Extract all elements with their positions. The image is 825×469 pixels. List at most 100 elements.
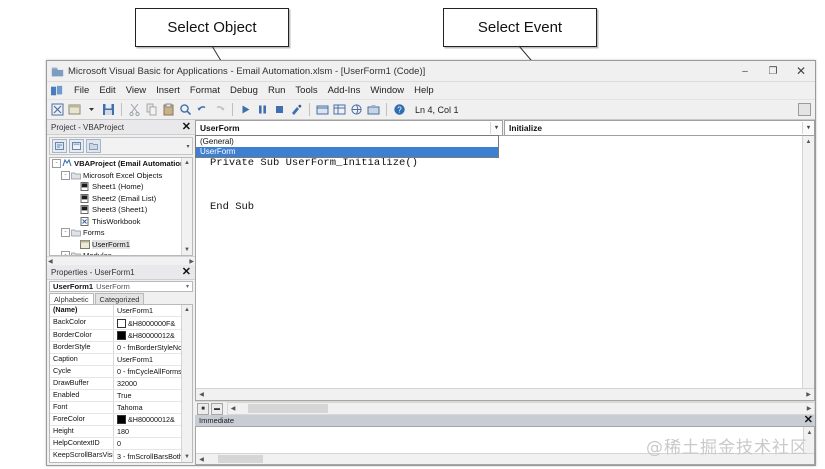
close-icon[interactable]: ✕ xyxy=(795,64,807,78)
property-value[interactable]: 0 xyxy=(114,438,192,449)
design-mode-icon[interactable] xyxy=(289,102,304,117)
code-vertical-scrollbar[interactable]: ▲ xyxy=(802,136,814,389)
property-value[interactable]: &H80000012& xyxy=(114,330,192,341)
menu-edit[interactable]: Edit xyxy=(99,85,116,96)
modebar-scroll-left-icon[interactable]: ◀ xyxy=(230,406,236,412)
collapse-icon[interactable]: - xyxy=(61,251,70,256)
scroll-down-icon[interactable]: ▼ xyxy=(184,247,190,254)
scroll-left-icon[interactable]: ◀ xyxy=(48,258,53,265)
tree-node-sheet1-home[interactable]: Sheet1 (Home) xyxy=(50,181,192,193)
paste-icon[interactable] xyxy=(161,102,176,117)
object-combo-chevron-down-icon[interactable]: ▾ xyxy=(490,121,502,134)
project-tree-hscrollbar[interactable]: ◀ ▶ xyxy=(47,256,195,265)
code-editor[interactable]: Private Sub UserForm_Initialize() End Su… xyxy=(195,135,815,401)
immediate-scroll-thumb[interactable] xyxy=(218,455,263,463)
full-module-view-icon[interactable]: ▬ xyxy=(211,402,223,415)
immediate-scroll-left-icon[interactable]: ◀ xyxy=(199,456,204,463)
property-value[interactable]: 180 xyxy=(114,426,192,437)
redo-icon[interactable] xyxy=(212,102,227,117)
tree-node-sheet3-sheet1[interactable]: Sheet3 (Sheet1) xyxy=(50,204,192,216)
property-row[interactable]: ForeColor&H80000012& xyxy=(50,414,192,427)
menu-file[interactable]: File xyxy=(74,85,90,96)
property-row[interactable]: KeepScrollBarsVisible3 - fmScrollBarsBot… xyxy=(50,450,192,463)
properties-panel-close-icon[interactable]: ✕ xyxy=(181,265,191,278)
properties-scroll-down-icon[interactable]: ▼ xyxy=(184,454,190,460)
object-browser-icon[interactable] xyxy=(349,102,364,117)
code-horizontal-scrollbar[interactable]: ◀ ▶ xyxy=(196,388,814,400)
minimize-icon[interactable]: – xyxy=(742,65,748,77)
immediate-vertical-scrollbar[interactable]: ▲ xyxy=(803,427,814,454)
project-tree[interactable]: -VBAProject (Email Automation.x-Microsof… xyxy=(49,157,193,257)
copy-icon[interactable] xyxy=(144,102,159,117)
property-value[interactable]: &H80000012& xyxy=(114,414,192,425)
property-value[interactable]: Tahoma xyxy=(114,402,192,413)
tree-node-modules[interactable]: -Modules xyxy=(50,250,192,256)
property-value[interactable]: &H8000000F& xyxy=(114,317,192,328)
project-tree-scrollbar[interactable]: ▲ ▼ xyxy=(181,158,192,256)
property-row[interactable]: BackColor&H8000000F& xyxy=(50,317,192,330)
menu-run[interactable]: Run xyxy=(267,85,286,96)
maximize-icon[interactable]: ❐ xyxy=(768,65,778,77)
modebar-scroll-right-icon[interactable]: ▶ xyxy=(806,406,812,412)
undo-icon[interactable] xyxy=(195,102,210,117)
tree-node-forms[interactable]: -Forms xyxy=(50,227,192,239)
find-icon[interactable] xyxy=(178,102,193,117)
toolbox-icon[interactable] xyxy=(366,102,381,117)
collapse-icon[interactable]: - xyxy=(61,228,70,238)
code-scroll-right-icon[interactable]: ▶ xyxy=(806,392,811,398)
properties-window-icon[interactable] xyxy=(332,102,347,117)
help-icon[interactable]: ? xyxy=(392,102,407,117)
event-combo-chevron-down-icon[interactable]: ▾ xyxy=(802,121,814,134)
project-explorer-icon[interactable] xyxy=(315,102,330,117)
insert-dropdown-icon[interactable] xyxy=(84,102,99,117)
properties-object-combo[interactable]: UserForm1 UserForm ▾ xyxy=(49,281,193,293)
modebar-scroll-track[interactable]: ◀ ▶ xyxy=(227,402,815,415)
cut-icon[interactable] xyxy=(127,102,142,117)
dropdown-item-general[interactable]: (General) xyxy=(200,136,234,146)
immediate-window-body[interactable]: ▲ ◀ @稀土掘金技术社区 xyxy=(195,426,815,465)
project-toolbar-overflow-icon[interactable]: ▾ xyxy=(186,143,190,150)
toggle-folders-icon[interactable] xyxy=(86,139,101,153)
run-icon[interactable] xyxy=(238,102,253,117)
object-combo[interactable]: UserForm ▾ xyxy=(195,119,503,136)
save-icon[interactable] xyxy=(101,102,116,117)
tree-node-vbaproject-email-automation-x[interactable]: -VBAProject (Email Automation.x xyxy=(50,158,192,169)
tree-node-microsoft-excel-objects[interactable]: -Microsoft Excel Objects xyxy=(50,170,192,182)
immediate-scroll-up-icon[interactable]: ▲ xyxy=(806,429,813,436)
view-code-icon[interactable] xyxy=(52,139,67,153)
property-value[interactable]: 3 - fmScrollBarsBoth xyxy=(114,450,192,461)
property-value[interactable]: True xyxy=(114,390,192,401)
tab-alphabetic[interactable]: Alphabetic xyxy=(49,293,94,305)
properties-scroll-up-icon[interactable]: ▲ xyxy=(184,307,190,314)
tree-node-sheet2-email-list[interactable]: Sheet2 (Email List) xyxy=(50,193,192,205)
menu-format[interactable]: Format xyxy=(189,85,220,96)
property-value[interactable]: 0 - fmCycleAllForms xyxy=(114,366,192,377)
collapse-icon[interactable]: - xyxy=(52,159,61,169)
menu-window[interactable]: Window xyxy=(370,85,405,96)
menu-help[interactable]: Help xyxy=(414,85,434,96)
scroll-up-icon[interactable]: ▲ xyxy=(184,160,190,166)
properties-scrollbar[interactable]: ▲ ▼ xyxy=(181,305,192,462)
menu-add-ins[interactable]: Add-Ins xyxy=(327,85,361,96)
property-value[interactable]: 0 - fmBorderStyleNone xyxy=(114,342,192,353)
menu-tools[interactable]: Tools xyxy=(295,85,318,96)
property-value[interactable]: 32000 xyxy=(114,378,192,389)
immediate-window-close-icon[interactable]: ✕ xyxy=(803,414,813,426)
collapse-icon[interactable]: - xyxy=(61,170,70,180)
procedure-view-icon[interactable]: ■ xyxy=(197,402,209,415)
menu-view[interactable]: View xyxy=(125,85,147,96)
toolbar-overflow-handle[interactable] xyxy=(798,103,811,116)
view-object-icon[interactable] xyxy=(69,139,84,153)
property-row[interactable]: (Name)UserForm1 xyxy=(50,305,192,318)
tree-node-thisworkbook[interactable]: ThisWorkbook xyxy=(50,216,192,228)
code-scroll-up-icon[interactable]: ▲ xyxy=(805,138,812,145)
project-panel-close-icon[interactable]: ✕ xyxy=(181,120,191,133)
